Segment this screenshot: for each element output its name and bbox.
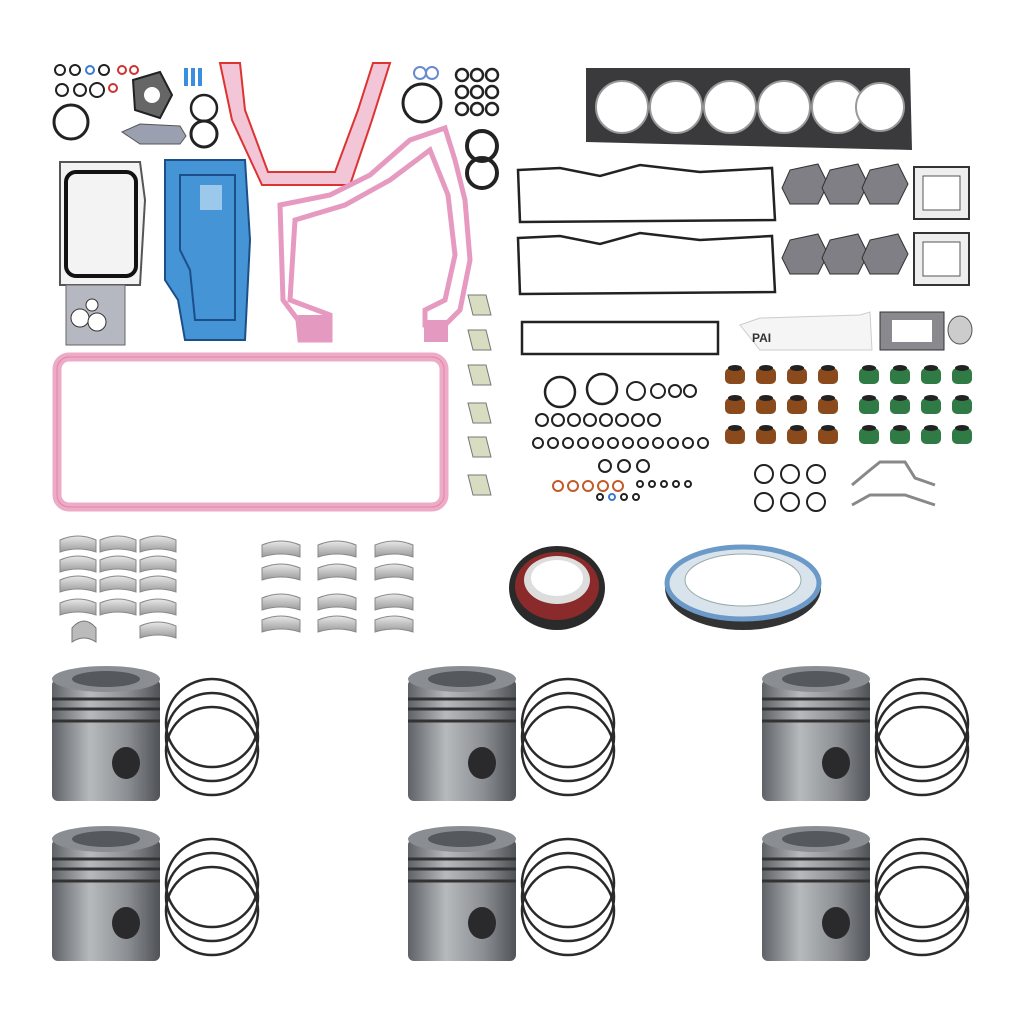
rear-crank-seal — [509, 546, 605, 630]
bearing-shell — [374, 540, 414, 558]
piston — [762, 826, 870, 961]
blue-oil-cooler-gasket — [164, 159, 252, 341]
valve-stem-seal — [921, 395, 941, 414]
valve-stem-seal — [859, 425, 879, 444]
valve-stem-seal — [756, 365, 776, 384]
bearing-shell — [99, 535, 137, 553]
wire-clip — [851, 460, 936, 507]
bearing-shell — [317, 615, 357, 633]
valve-stem-seal — [787, 365, 807, 384]
bearing-shell — [261, 615, 301, 633]
bearing-shell — [139, 598, 177, 616]
valve-cover-gasket-upper — [516, 163, 777, 224]
svg-text:PAI: PAI — [752, 331, 771, 345]
valve-stem-seal — [921, 365, 941, 384]
plastigauge-label: PAI — [739, 311, 873, 351]
bearing-shell — [139, 575, 177, 593]
cylinder-head-gasket — [586, 68, 912, 150]
valve-stem-seal — [890, 365, 910, 384]
oil-pan-gasket — [52, 352, 449, 512]
piston — [52, 666, 160, 801]
valve-stem-seal — [725, 365, 745, 384]
valve-stem-seal — [952, 425, 972, 444]
valve-stem-seal — [859, 365, 879, 384]
valve-cover-gasket-lower — [516, 231, 777, 296]
bearing-shell — [261, 540, 301, 558]
piston — [408, 826, 516, 961]
valve-stem-seal — [756, 425, 776, 444]
bearing-shell — [374, 615, 414, 633]
piston-ring-set — [874, 837, 970, 957]
bearing-shell — [317, 563, 357, 581]
bearing-shell — [374, 563, 414, 581]
egr-gasket — [947, 315, 973, 345]
rocker-clips — [467, 294, 492, 496]
bearing-shell — [59, 575, 97, 593]
valve-stem-seal — [952, 395, 972, 414]
bearing-shell — [261, 593, 301, 611]
exhaust-manifold-gaskets — [781, 163, 909, 275]
piston-ring-set — [164, 677, 260, 797]
valve-stem-seal — [921, 425, 941, 444]
front-cover-gasket — [277, 124, 473, 343]
small-o-rings-top-left — [52, 64, 499, 190]
bearing-shell — [261, 563, 301, 581]
blue-dowel-seals — [184, 68, 202, 86]
bearing-shell — [99, 555, 137, 573]
small-flange-gasket — [120, 123, 187, 145]
valve-stem-seal — [952, 365, 972, 384]
front-crank-seal — [664, 544, 822, 630]
valve-stem-seal — [890, 395, 910, 414]
valve-stem-seal — [890, 425, 910, 444]
valve-stem-seal — [787, 425, 807, 444]
oil-cooler-gasket — [59, 161, 147, 286]
valve-stem-seal — [725, 395, 745, 414]
valve-stem-seal — [787, 395, 807, 414]
piston — [762, 666, 870, 801]
o-ring-grid-top — [454, 67, 500, 117]
bearing-shell — [374, 593, 414, 611]
valve-stem-seal — [818, 425, 838, 444]
rear-cover-gasket — [218, 62, 392, 186]
piston — [408, 666, 516, 801]
front-cover-tab-left — [298, 315, 330, 340]
bearing-shell — [317, 540, 357, 558]
bearing-shell — [59, 555, 97, 573]
valve-stem-seal — [818, 365, 838, 384]
piston-ring-set — [874, 677, 970, 797]
thrust-washer — [71, 620, 97, 643]
valve-stem-seal — [859, 395, 879, 414]
valve-stem-seals — [725, 365, 972, 444]
bearing-shell — [59, 598, 97, 616]
valve-stem-seal — [725, 425, 745, 444]
front-cover-tab-right — [424, 320, 448, 342]
valve-stem-seal — [818, 395, 838, 414]
bearing-shell — [139, 535, 177, 553]
o-rings-middle-assortment — [532, 372, 826, 512]
piston-ring-set — [520, 837, 616, 957]
bearing-shell — [99, 598, 137, 616]
valve-stem-seal — [756, 395, 776, 414]
bearing-shell — [139, 621, 177, 639]
piston-ring-set — [164, 837, 260, 957]
bearing-shell — [99, 575, 137, 593]
intake-gasket — [520, 320, 720, 356]
bearing-shell — [139, 555, 177, 573]
bearing-shell — [317, 593, 357, 611]
main-rod-bearings — [59, 535, 414, 643]
pistons-with-rings — [52, 666, 970, 961]
bearing-shell — [59, 535, 97, 553]
piston-ring-set — [520, 677, 616, 797]
piston — [52, 826, 160, 961]
